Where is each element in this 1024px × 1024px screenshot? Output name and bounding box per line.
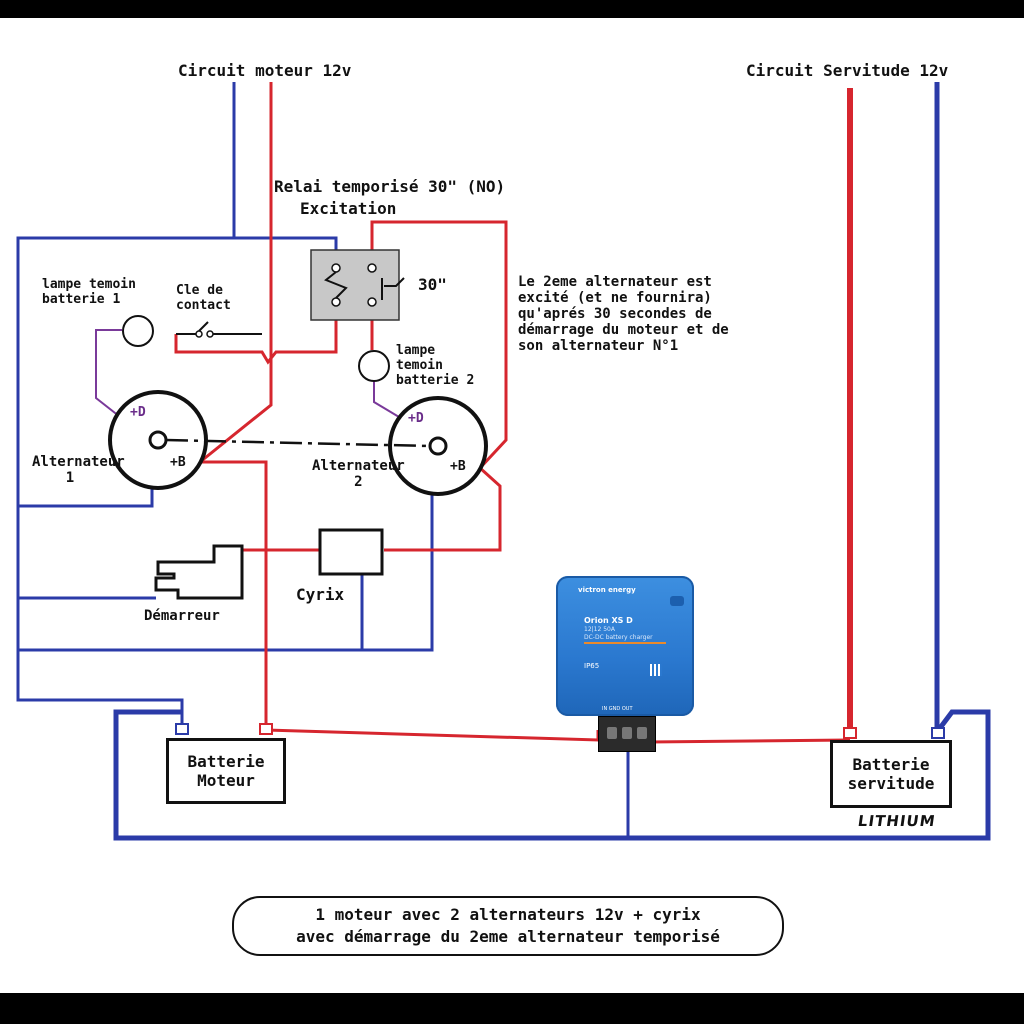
- ignition-switch: [176, 321, 262, 338]
- orion-spec: 12|12 50A: [584, 626, 615, 633]
- wire-neg-bus: [113, 709, 991, 841]
- label-lithium: LITHIUM: [856, 812, 937, 830]
- relay-coil: [324, 271, 348, 299]
- wiring-svg: [16, 82, 991, 841]
- label-plus-b-2: +B: [450, 459, 466, 474]
- caption-line-2: avec démarrage du 2eme alternateur tempo…: [296, 927, 720, 946]
- cyrix-box: [318, 528, 384, 576]
- wire-exc-lamp2: [373, 380, 405, 421]
- wire-exc-lamp1: [95, 329, 125, 421]
- orion-mount-tab: [670, 596, 684, 606]
- wire-pos-engine: [199, 82, 273, 464]
- wire-pos-cyrix-out: [384, 466, 502, 552]
- orion-connector: [598, 716, 656, 752]
- orion-stripe: [584, 642, 666, 644]
- battery-moteur-pos-terminal: [259, 723, 273, 735]
- label-lampe-2: lampe temoin batterie 2: [396, 343, 475, 388]
- wire-pos-orion-out: [648, 730, 851, 744]
- wire-pos-bat-orion: [265, 728, 600, 742]
- battery-moteur: Batterie Moteur: [166, 738, 286, 804]
- label-relai-title: Relai temporisé 30" (NO): [274, 177, 506, 196]
- orion-model: Orion XS D: [584, 616, 633, 625]
- lamp-2: [358, 350, 390, 382]
- label-cyrix: Cyrix: [296, 585, 345, 604]
- negative-bus: [113, 82, 991, 841]
- label-lampe-1: lampe temoin batterie 1: [42, 277, 136, 307]
- label-circuit-servitude: Circuit Servitude 12v: [746, 61, 949, 80]
- wire-pos-alt1-b: [200, 460, 268, 728]
- battery-moteur-neg-terminal: [175, 723, 189, 735]
- starter-motor: [154, 544, 244, 600]
- lamp-1: [122, 315, 154, 347]
- orion-pin-in: [607, 727, 617, 739]
- wire-neg-alt2: [18, 488, 434, 652]
- switch-lever: [198, 321, 209, 332]
- relay-terminal-2: [331, 297, 341, 307]
- belt-axis-line: [165, 438, 431, 448]
- relay-terminal-1: [331, 263, 341, 273]
- label-plus-d-1: +D: [130, 405, 146, 420]
- orion-ports: IN GND OUT: [602, 706, 633, 712]
- excitation-wires: [95, 329, 405, 421]
- battery-serv-neg-terminal: [931, 727, 945, 739]
- alternator-2-shaft: [428, 436, 448, 456]
- wire-neg-engine-main: [16, 82, 236, 728]
- label-alternateur-1: Alternateur 1: [32, 454, 125, 487]
- wiring-diagram: Circuit moteur 12v Circuit Servitude 12v…: [0, 18, 1024, 993]
- orion-dcdc-charger: victron energy Orion XS D 12|12 50A DC-D…: [556, 576, 694, 716]
- switch-contact-b: [206, 330, 214, 338]
- label-circuit-moteur: Circuit moteur 12v: [178, 61, 352, 80]
- label-note: Le 2eme alternateur est excité (et ne fo…: [518, 274, 729, 355]
- caption-line-1: 1 moteur avec 2 alternateurs 12v + cyrix: [315, 905, 701, 925]
- label-demarreur: Démarreur: [144, 608, 220, 624]
- relay-terminal-4: [367, 297, 377, 307]
- orion-ip: IP65: [584, 662, 600, 670]
- alternator-1-shaft: [148, 430, 168, 450]
- battery-servitude: Batterie servitude: [830, 740, 952, 808]
- label-alternateur-2: Alternateur 2: [312, 458, 405, 491]
- label-plus-b-1: +B: [170, 455, 186, 470]
- orion-pin-out: [637, 727, 647, 739]
- orion-qr-code: [650, 664, 662, 676]
- label-relai-30: 30": [418, 275, 447, 294]
- orion-pin-gnd: [622, 727, 632, 739]
- label-relai-excitation: Excitation: [300, 199, 397, 218]
- relay-terminal-3: [367, 263, 377, 273]
- battery-serv-pos-terminal: [843, 727, 857, 739]
- label-cle-contact: Cle de contact: [176, 283, 231, 313]
- starter-body: [154, 544, 244, 600]
- label-plus-d-2: +D: [408, 411, 424, 426]
- caption-box: 1 moteur avec 2 alternateurs 12v + cyrix…: [232, 896, 784, 956]
- orion-spec-2: DC-DC battery charger: [584, 634, 653, 641]
- orion-brand: victron energy: [578, 586, 636, 594]
- timed-relay: [310, 249, 405, 321]
- switch-contact-a: [195, 330, 203, 338]
- wire-pos-key: [174, 300, 338, 365]
- relay-timer-symbol: [384, 277, 405, 287]
- wire-pos-relay-feed: [370, 220, 508, 470]
